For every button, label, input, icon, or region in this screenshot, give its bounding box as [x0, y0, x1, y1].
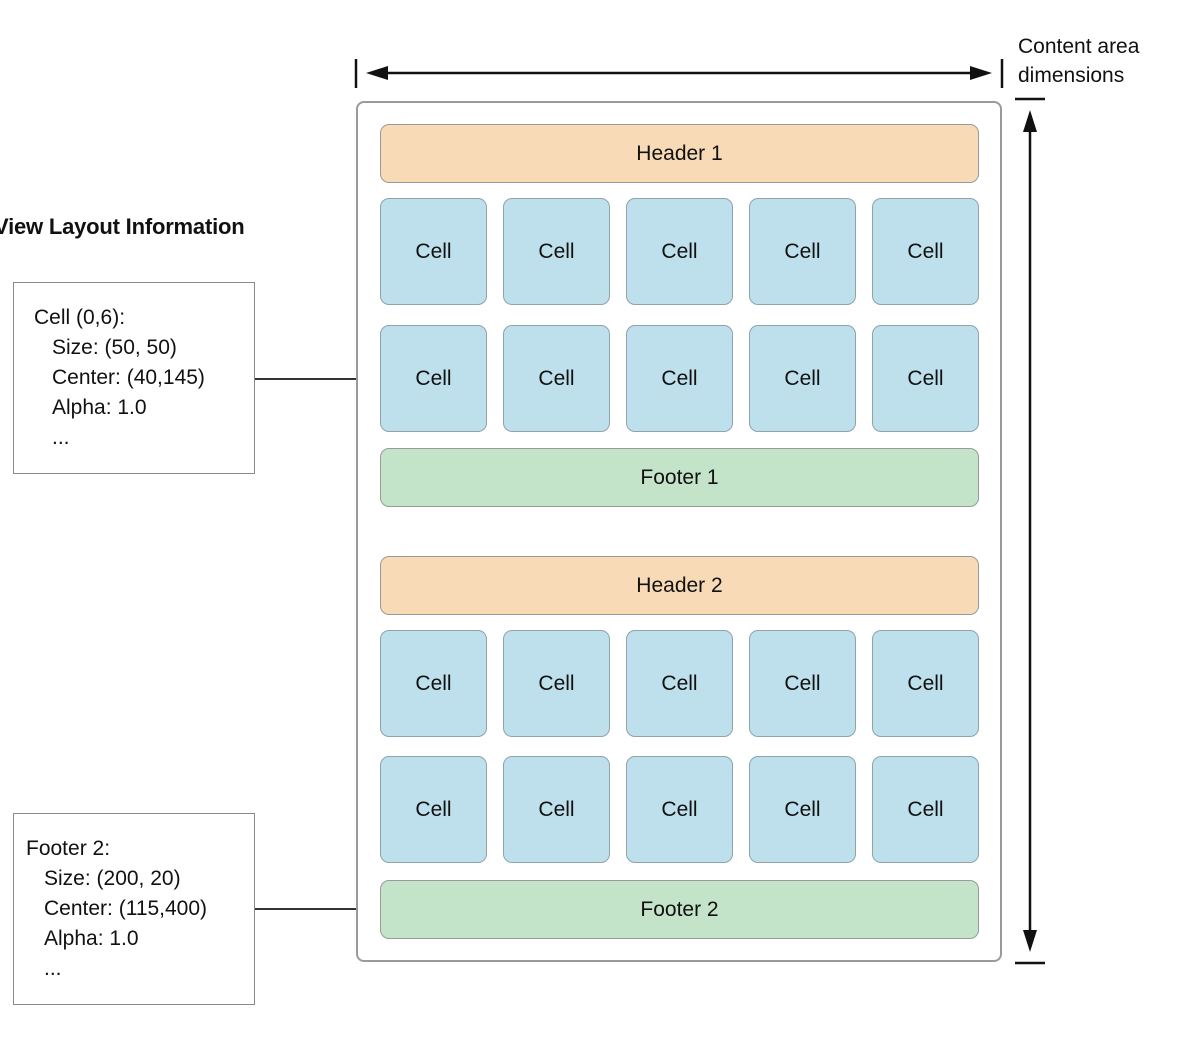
section-header-1: Header 1	[380, 124, 979, 183]
cell: Cell	[380, 756, 487, 863]
cell-info-size: Size: (50, 50)	[52, 336, 177, 359]
cell: Cell	[749, 198, 856, 305]
cell: Cell	[380, 325, 487, 432]
cell-info-more: ...	[52, 426, 70, 449]
cell: Cell	[380, 630, 487, 737]
footer-info-size: Size: (200, 20)	[44, 867, 181, 890]
cell: Cell	[503, 325, 610, 432]
section-footer-2: Footer 2	[380, 880, 979, 939]
section-title: View Layout Information	[0, 214, 245, 239]
cell-info-center: Center: (40,145)	[52, 366, 205, 389]
cell: Cell	[380, 198, 487, 305]
cell-info-connector	[255, 378, 401, 380]
cell: Cell	[749, 630, 856, 737]
cell: Cell	[872, 198, 979, 305]
cell: Cell	[749, 325, 856, 432]
footer-info-alpha: Alpha: 1.0	[44, 927, 139, 950]
cell: Cell	[872, 630, 979, 737]
footer-info-title: Footer 2:	[26, 837, 111, 860]
footer-info-center: Center: (115,400)	[44, 897, 208, 920]
cell: Cell	[503, 756, 610, 863]
cell-info-title: Cell (0,6):	[34, 306, 126, 329]
content-area-label-line2: dimensions	[1018, 64, 1125, 87]
cell: Cell	[626, 198, 733, 305]
arrowhead-right	[970, 66, 992, 80]
footer-info-box: Footer 2: Size: (200, 20) Center: (115,4…	[13, 813, 255, 1005]
cell: Cell	[872, 756, 979, 863]
cell: Cell	[749, 756, 856, 863]
cell: Cell	[626, 630, 733, 737]
section-footer-1: Footer 1	[380, 448, 979, 507]
arrowhead-left	[366, 66, 388, 80]
cell: Cell	[626, 325, 733, 432]
cell: Cell	[503, 630, 610, 737]
content-area-label-line1: Content area	[1018, 35, 1140, 58]
footer-info-connector	[255, 908, 397, 910]
arrowhead-down	[1023, 930, 1037, 952]
section-header-2: Header 2	[380, 556, 979, 615]
cell: Cell	[503, 198, 610, 305]
cell: Cell	[626, 756, 733, 863]
cell: Cell	[872, 325, 979, 432]
content-area-label: Content area dimensions	[1018, 32, 1139, 90]
cell-info-box: Cell (0,6): Size: (50, 50) Center: (40,1…	[13, 282, 255, 474]
footer-info-more: ...	[44, 957, 62, 980]
cell-info-alpha: Alpha: 1.0	[52, 396, 147, 419]
arrowhead-up	[1023, 110, 1037, 132]
